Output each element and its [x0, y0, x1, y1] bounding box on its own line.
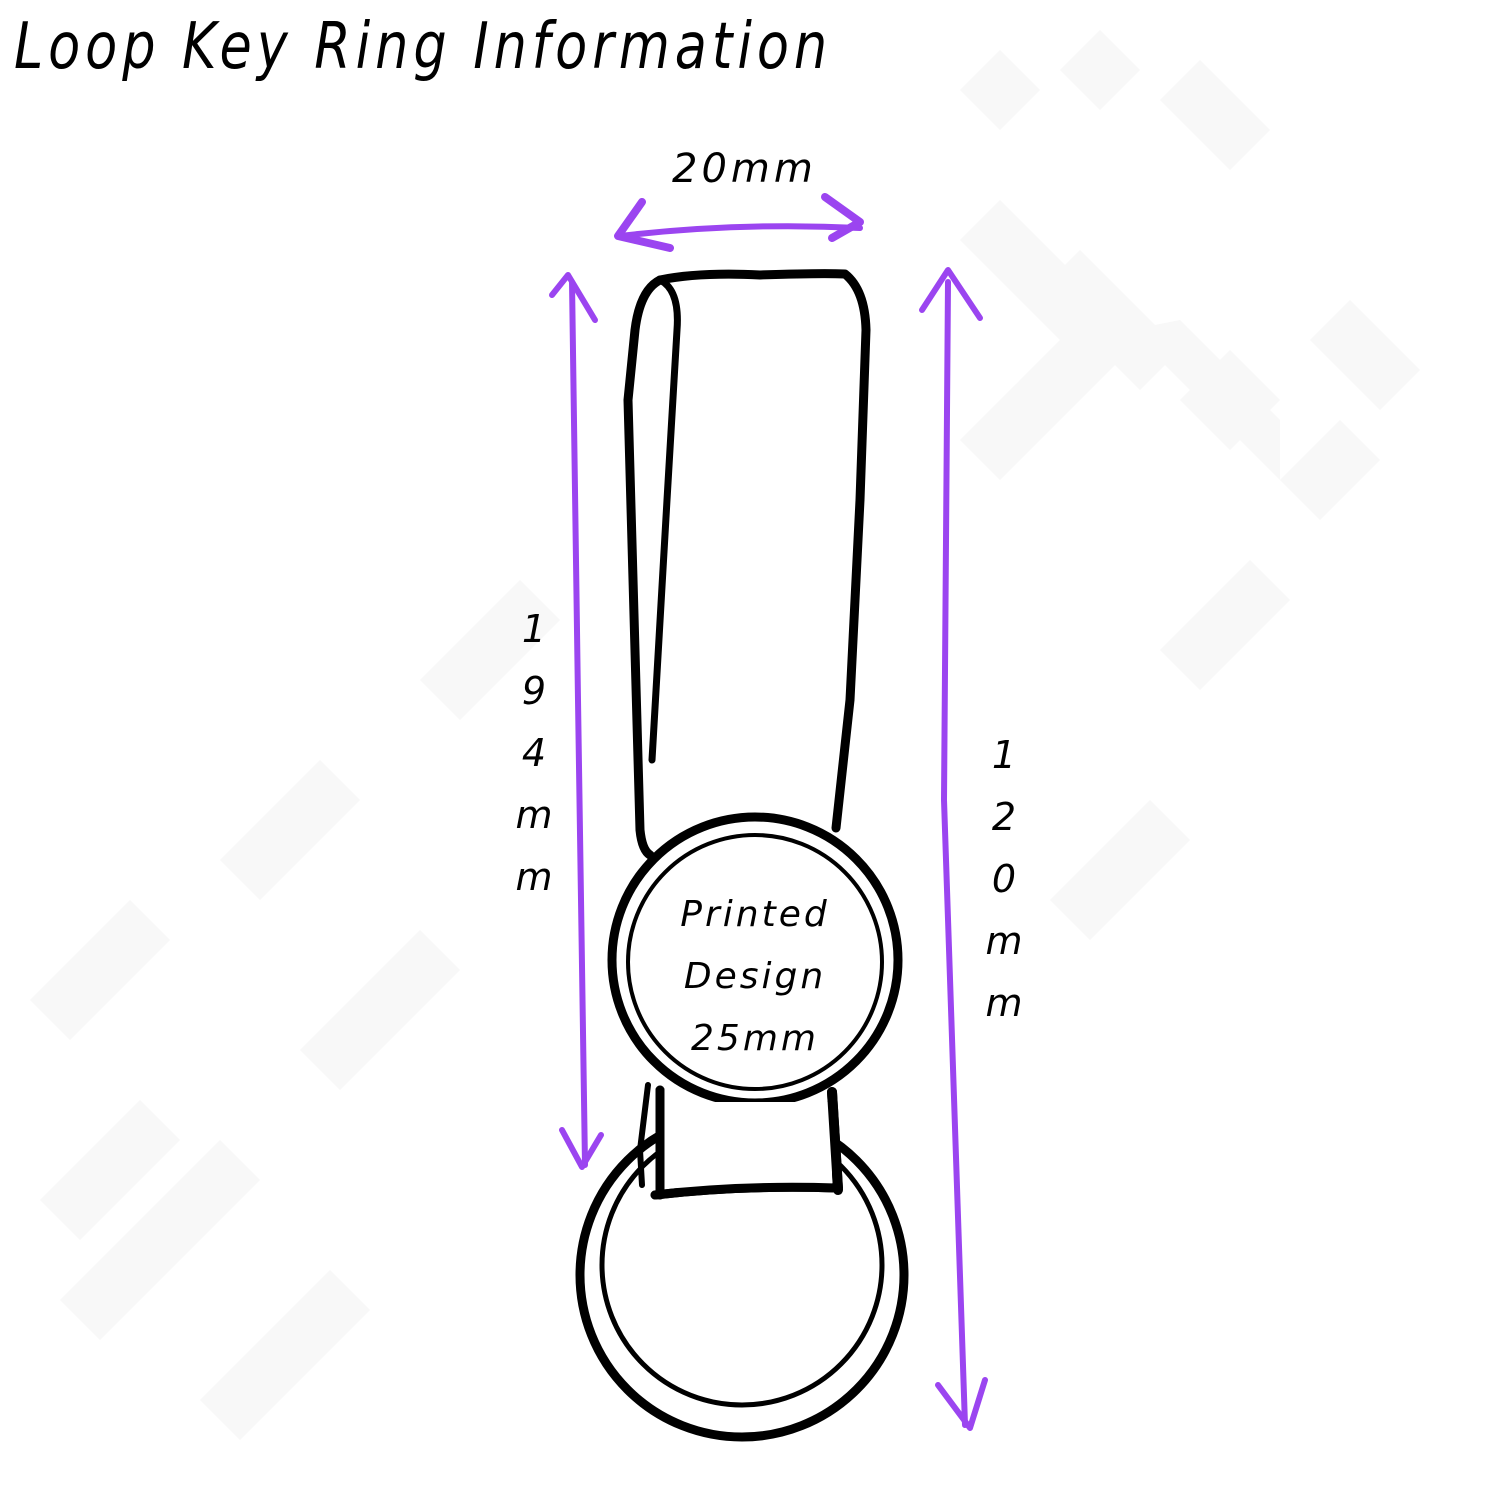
- right-height-char: 0: [991, 857, 1017, 901]
- left-height-char: 1: [521, 607, 547, 651]
- width-arrow-line: [617, 223, 863, 239]
- printed-design-line: Design: [683, 956, 827, 997]
- printed-design-line: Printed: [680, 894, 830, 935]
- width-arrow-right-head: [821, 193, 864, 242]
- left-height-char: 9: [521, 669, 547, 713]
- left-height-arrow-top-head: [549, 272, 598, 323]
- printed-design-size: 25mm: [691, 1018, 819, 1059]
- strap-lower-fill: [664, 1102, 832, 1188]
- loop-strap: [623, 269, 871, 860]
- page-title: Loop Key Ring Information: [14, 10, 833, 84]
- printed-design-label: Printed Design 25mm: [640, 884, 870, 1070]
- right-height-dimension-label: 1 2 0 m m: [984, 724, 1024, 1034]
- right-height-arrow-line: [941, 279, 968, 1428]
- right-height-char: m: [985, 919, 1023, 963]
- right-height-char: 2: [991, 795, 1017, 839]
- strap-lower-outline: [650, 1085, 843, 1200]
- width-dimension-label: 20mm: [672, 146, 817, 192]
- left-height-char: 4: [521, 731, 547, 775]
- printed-disc: [607, 812, 903, 1108]
- right-height-char: m: [985, 981, 1023, 1025]
- left-height-dimension-label: 1 9 4 m m: [514, 598, 554, 908]
- left-height-char: m: [515, 855, 553, 899]
- watermark-pattern: [30, 30, 1420, 1440]
- left-height-arrow-bottom-head: [559, 1127, 604, 1170]
- right-height-arrow-top-head: [919, 267, 983, 321]
- width-arrow-left-head: [614, 198, 674, 252]
- right-height-arrow-bottom-head: [935, 1377, 988, 1431]
- dimension-arrows: [549, 193, 988, 1431]
- right-height-char: 1: [991, 733, 1017, 777]
- left-height-char: m: [515, 793, 553, 837]
- left-height-arrow-line: [569, 279, 588, 1168]
